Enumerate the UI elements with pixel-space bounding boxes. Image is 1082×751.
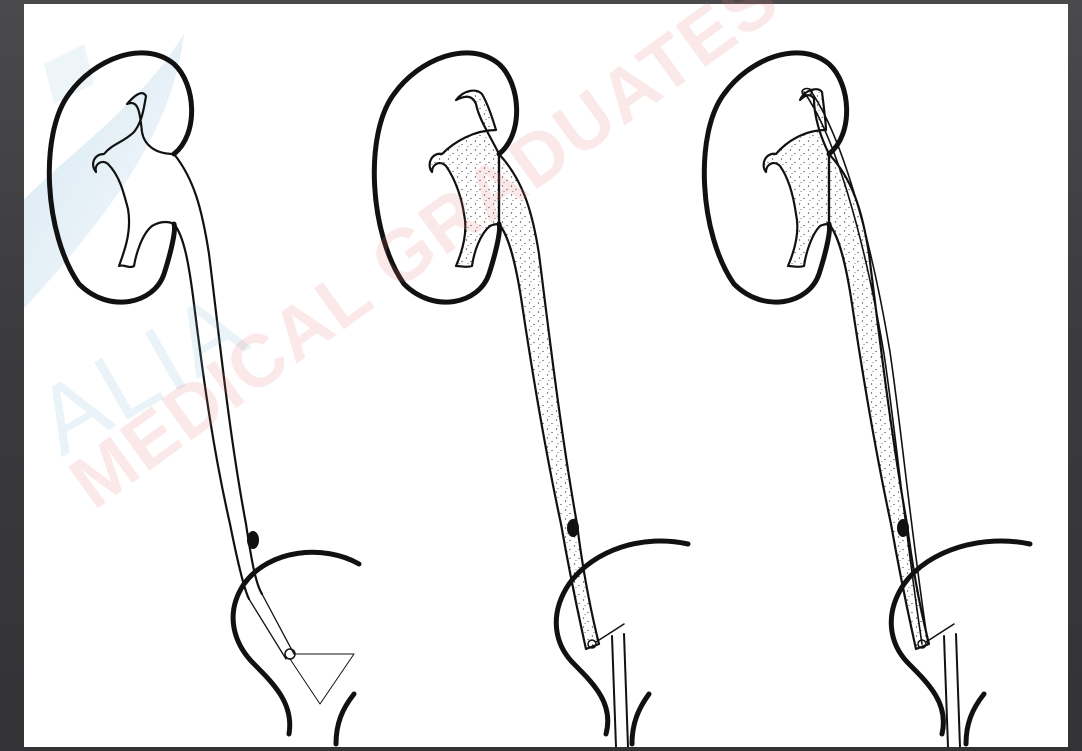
bladder-1 xyxy=(233,552,359,744)
cystoscope-2 xyxy=(612,634,628,747)
panel-1 xyxy=(49,53,359,744)
ureter-2 xyxy=(499,154,599,649)
figure-panel: ALIA MEDICAL GRADUATES xyxy=(24,4,1068,747)
panel-3 xyxy=(704,53,1030,747)
bladder-3 xyxy=(891,541,1030,744)
stone-1 xyxy=(247,531,259,549)
cystoscope-3 xyxy=(944,634,960,747)
renal-pelvis-2 xyxy=(430,91,499,267)
stone-3 xyxy=(897,519,909,537)
panel-2 xyxy=(374,53,688,747)
ureter-1 xyxy=(174,154,262,594)
renal-pelvis-3 xyxy=(764,89,829,267)
stone-2 xyxy=(567,519,579,537)
kidney-ureter-illustration xyxy=(24,4,1068,747)
